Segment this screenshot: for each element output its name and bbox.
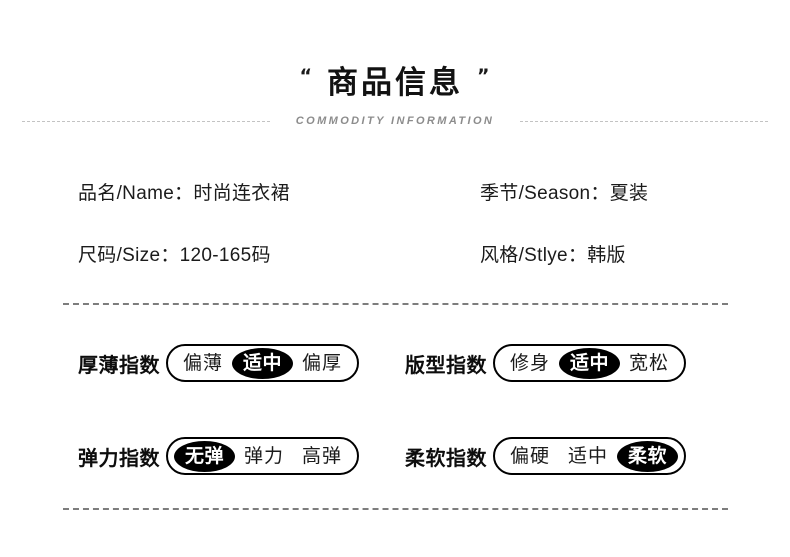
index-label-elasticity: 弹力指数 <box>78 445 160 470</box>
index-label-softness: 柔软指数 <box>405 445 487 470</box>
attribute-season-label: 季节/Season： <box>480 183 610 204</box>
index-group-elasticity: 弹力指数 无弹 弹力 高弹 <box>78 437 360 475</box>
attribute-size: 尺码/Size：120-165码 <box>78 240 271 267</box>
header: “ 商品信息 ” COMMODITY INFORMATION <box>0 60 790 140</box>
index-option[interactable]: 偏厚 <box>302 352 343 374</box>
index-options-softness[interactable]: 偏硬 适中 柔软 <box>493 437 687 475</box>
subtitle-row: COMMODITY INFORMATION <box>22 110 769 132</box>
attribute-name-label: 品名/Name： <box>78 183 194 204</box>
index-label-thickness: 厚薄指数 <box>78 352 160 377</box>
index-options-elasticity[interactable]: 无弹 弹力 高弹 <box>166 437 360 475</box>
divider-middle <box>63 303 728 305</box>
divider-bottom <box>63 508 728 510</box>
index-option[interactable]: 偏硬 <box>510 445 551 467</box>
attribute-row: 品名/Name：时尚连衣裙 季节/Season：夏装 <box>0 178 790 240</box>
index-option[interactable]: 弹力 <box>244 445 285 467</box>
index-option-selected[interactable]: 适中 <box>559 347 621 379</box>
index-option-selected[interactable]: 柔软 <box>617 440 679 472</box>
title-row: “ 商品信息 ” <box>0 60 790 106</box>
index-label-fit: 版型指数 <box>405 352 487 377</box>
index-option[interactable]: 宽松 <box>629 352 670 374</box>
index-option-selected[interactable]: 适中 <box>232 347 294 379</box>
attribute-season-value: 夏装 <box>609 183 649 204</box>
page-title: 商品信息 <box>327 64 463 101</box>
quote-close-icon: ” <box>477 64 491 87</box>
attribute-size-value: 120-165码 <box>179 245 271 266</box>
index-group-thickness: 厚薄指数 偏薄 适中 偏厚 <box>78 344 360 382</box>
attribute-style-label: 风格/Stlye： <box>480 245 588 266</box>
attribute-name-value: 时尚连衣裙 <box>193 183 290 204</box>
attribute-style: 风格/Stlye：韩版 <box>480 240 626 267</box>
attribute-row: 尺码/Size：120-165码 风格/Stlye：韩版 <box>0 240 790 302</box>
attribute-style-value: 韩版 <box>587 245 626 266</box>
quote-open-icon: “ <box>299 64 313 87</box>
index-option[interactable]: 适中 <box>568 445 609 467</box>
attribute-size-label: 尺码/Size： <box>78 245 180 266</box>
index-options-fit[interactable]: 修身 适中 宽松 <box>493 344 687 382</box>
index-option[interactable]: 修身 <box>510 352 551 374</box>
index-options-thickness[interactable]: 偏薄 适中 偏厚 <box>166 344 360 382</box>
attribute-season: 季节/Season：夏装 <box>480 178 648 205</box>
subtitle-dash-right <box>520 120 769 122</box>
product-attributes: 品名/Name：时尚连衣裙 季节/Season：夏装 尺码/Size：120-1… <box>0 178 790 302</box>
index-group-fit: 版型指数 修身 适中 宽松 <box>405 344 687 382</box>
index-group-softness: 柔软指数 偏硬 适中 柔软 <box>405 437 687 475</box>
attribute-name: 品名/Name：时尚连衣裙 <box>78 178 290 205</box>
page-subtitle: COMMODITY INFORMATION <box>295 115 495 127</box>
index-option-selected[interactable]: 无弹 <box>174 440 236 472</box>
subtitle-dash-left <box>22 120 270 122</box>
index-option[interactable]: 高弹 <box>302 445 343 467</box>
index-option[interactable]: 偏薄 <box>183 352 224 374</box>
